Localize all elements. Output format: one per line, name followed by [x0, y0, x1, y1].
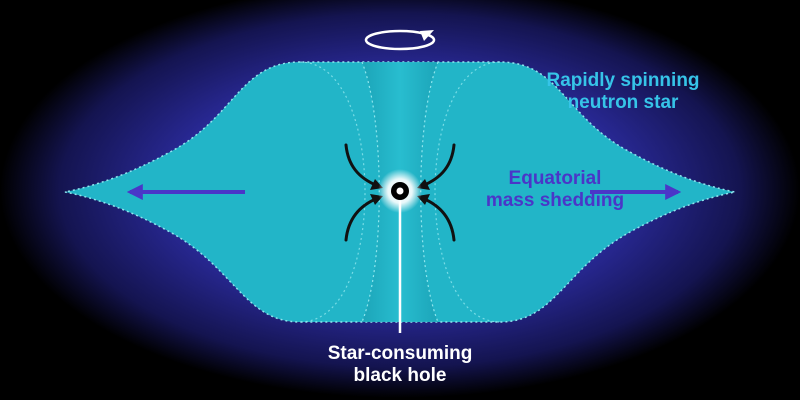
neutron-star-label: Rapidly spinning neutron star — [518, 70, 728, 115]
black-hole-label: Star-consuming black hole — [300, 343, 500, 388]
funnel-edge-left — [361, 61, 380, 323]
lobe-edge-right — [434, 61, 501, 323]
mass-shedding-label-line2: mass shedding — [485, 190, 625, 212]
black-hole-label-line1: Star-consuming — [327, 343, 473, 364]
black-hole-label-line2: black hole — [353, 365, 447, 387]
mass-shedding-label: Equatorial mass shedding — [460, 168, 650, 213]
mass-shedding-label-line1: Equatorial — [508, 168, 602, 189]
lobe-edge-left — [299, 61, 366, 323]
black-hole-center — [396, 187, 404, 195]
counterclockwise-rotation-arrow-icon — [364, 29, 436, 51]
neutron-star-label-line1: Rapidly spinning — [546, 70, 700, 91]
neutron-star-label-line2: neutron star — [567, 92, 679, 114]
funnel-edge-right — [420, 61, 439, 323]
